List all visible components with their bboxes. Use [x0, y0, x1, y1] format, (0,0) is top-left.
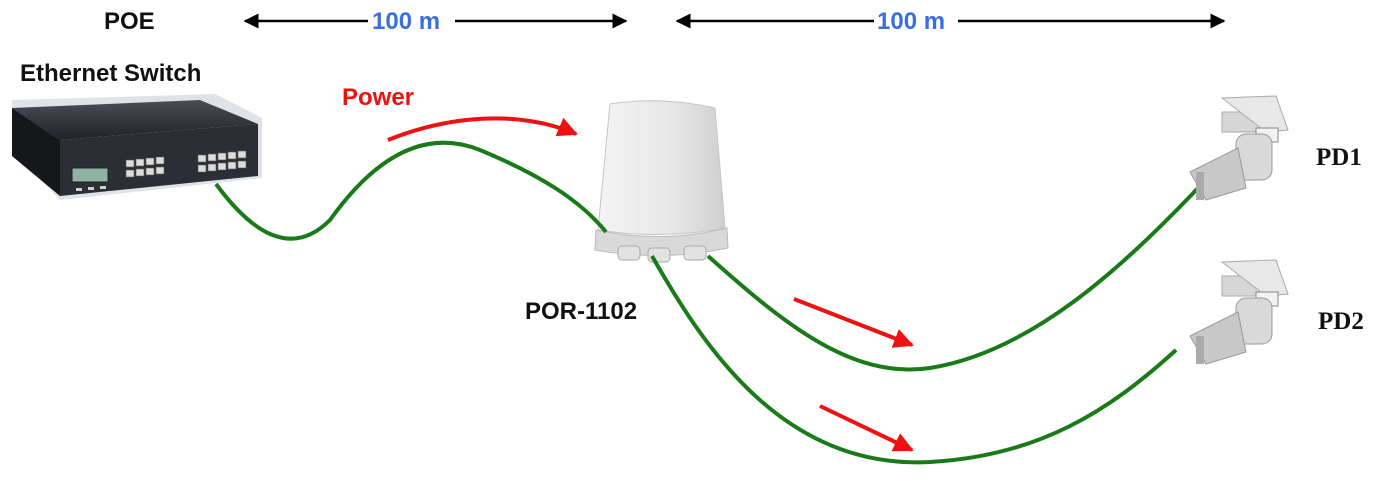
pd1-label: PD1 [1316, 144, 1362, 171]
distance-label-1: 100 m [372, 8, 441, 35]
cable-por-to-pd1 [706, 184, 1202, 372]
power-label: Power [342, 84, 415, 111]
distance-label-2: 100 m [877, 8, 946, 35]
pd2-camera-icon [1189, 259, 1289, 365]
pd1-camera-icon [1189, 95, 1289, 201]
por-1102-label: POR-1102 [525, 298, 638, 325]
power-arrow-pd2 [819, 404, 914, 452]
cable-switch-to-por [214, 140, 608, 241]
por-1102-device-icon [594, 100, 729, 263]
power-arrow-input [387, 116, 578, 142]
pd2-label: PD2 [1318, 308, 1364, 335]
ethernet-switch-label: Ethernet Switch [20, 60, 202, 87]
cable-por-to-pd2 [650, 255, 1178, 465]
poe-label: POE [104, 8, 155, 35]
ethernet-switch-icon [12, 94, 262, 200]
power-arrow-pd1 [793, 297, 914, 348]
